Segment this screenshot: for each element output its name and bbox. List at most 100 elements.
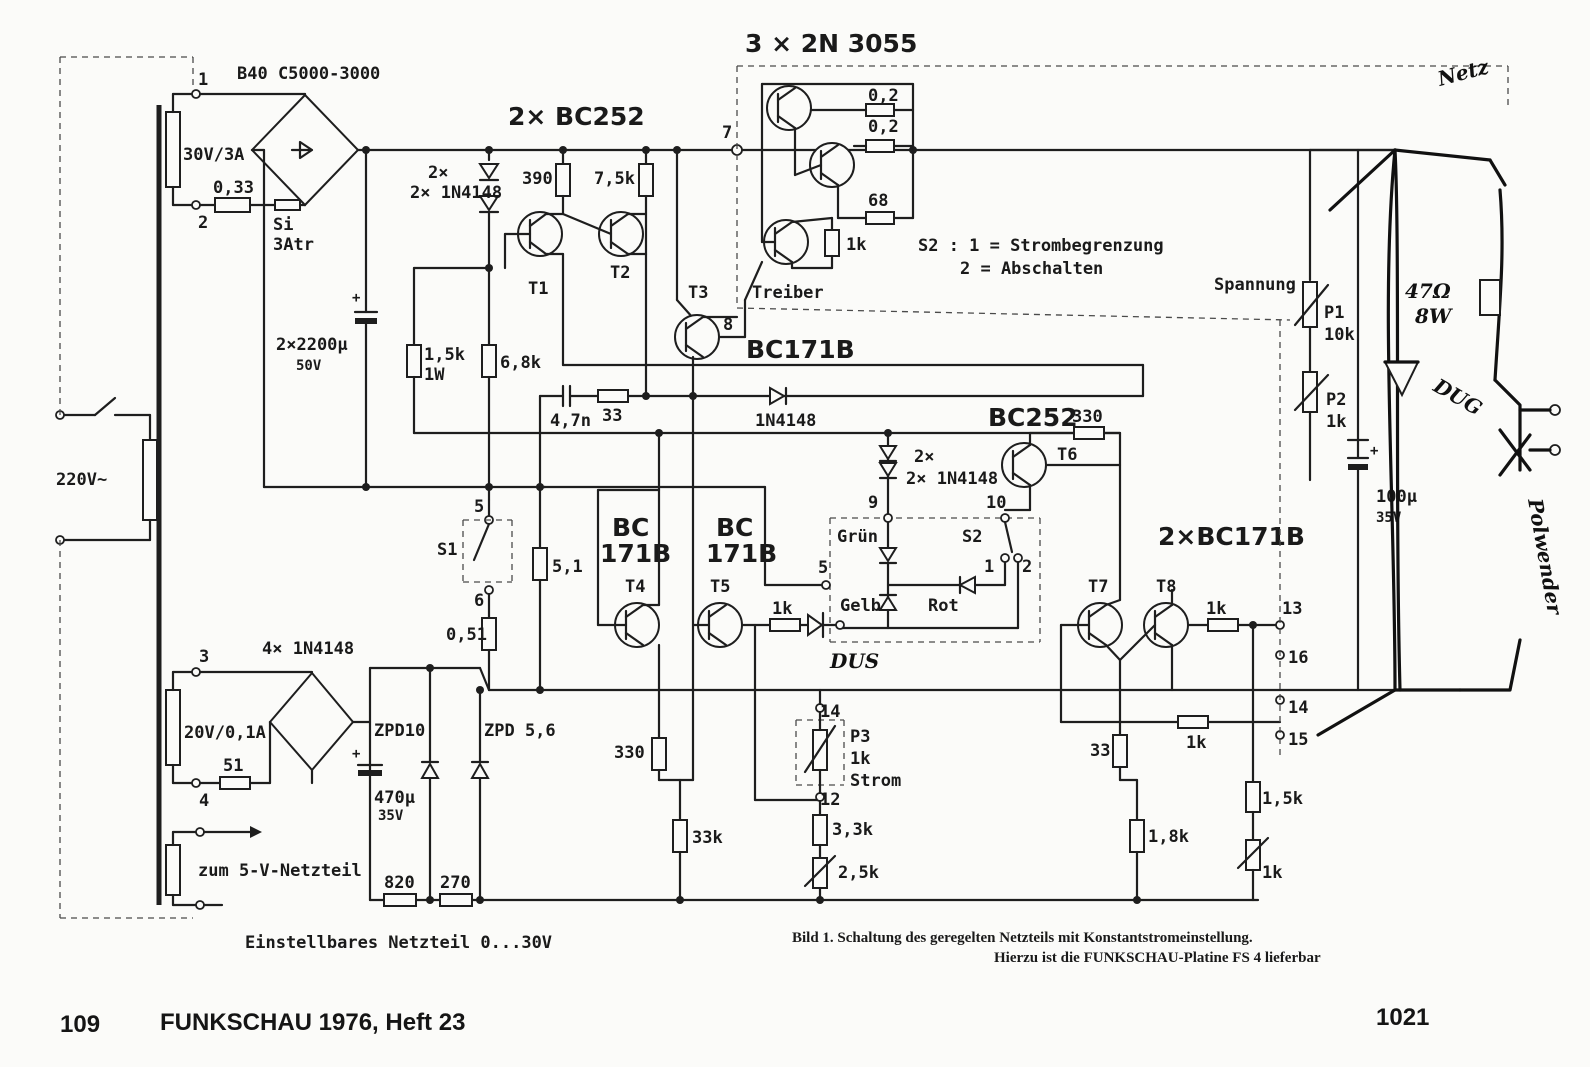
bridge-rectifier-main: 0,33 Si 3Atr: [198, 92, 360, 255]
t6-label: T6: [1057, 445, 1077, 465]
node-8: 8: [723, 315, 733, 335]
fuse-label: Si: [273, 215, 293, 235]
r033-label: 0,33: [213, 178, 254, 198]
page-number-left: 109: [60, 1011, 100, 1038]
switch-s1: 5 S1 6 0,51: [437, 497, 513, 692]
c470-label: 470µ: [374, 788, 415, 808]
s2-legend-1: S2 : 1 = Strombegrenzung: [918, 236, 1164, 256]
main-cap-label: 2×2200µ: [276, 335, 348, 355]
winding-30v-label: 30V/3A: [183, 145, 244, 165]
mains-voltage-label: 220V~: [56, 470, 107, 490]
s2-pos-2: 2: [1022, 557, 1032, 577]
page-number-right: 1021: [1376, 1004, 1429, 1031]
t1-label: T1: [528, 279, 548, 299]
main-capacitor: + 2×2200µ 50V: [276, 148, 379, 491]
node-12: 12: [820, 790, 840, 810]
schematic-subtitle: Einstellbares Netzteil 0...30V: [245, 933, 552, 953]
p2-value: 1k: [1326, 412, 1346, 432]
zpd10-label: ZPD10: [374, 721, 425, 741]
t4-type-2: 171B: [600, 539, 671, 568]
r33k2-label: 3,3k: [832, 820, 873, 840]
svg-text:+: +: [352, 746, 360, 762]
r1kd-label: 1k: [1262, 863, 1282, 883]
led-red-label: Rot: [928, 596, 959, 616]
aux-5v-label: zum 5-V-Netzteil: [198, 861, 362, 881]
s2-pos-1: 1: [984, 557, 994, 577]
reference-diodes: 2× 2× 1N4148: [410, 148, 502, 272]
transistor-t1: 390 T1: [503, 148, 1145, 367]
t7-t8-pair-label: 2×BC171B: [1158, 522, 1305, 551]
r02a-label: 0,2: [868, 86, 899, 106]
node-7: 7: [722, 123, 732, 143]
node-14b: 14: [1288, 698, 1308, 718]
r1kb-label: 1k: [1206, 599, 1226, 619]
transistor-t4: T4 330: [596, 488, 695, 782]
t4-label: T4: [625, 577, 645, 597]
figure-caption-1: Bild 1. Schaltung des geregelten Netztei…: [792, 930, 1253, 946]
handwritten-netz: Netz: [1434, 54, 1492, 91]
r1ke-label: 1k: [846, 235, 866, 255]
p1-value: 10k: [1324, 325, 1355, 345]
driver-label: Treiber: [752, 283, 824, 303]
aux-bridge: 4× 1N4148 51: [198, 639, 372, 790]
zpd56-label: ZPD 5,6: [484, 721, 556, 741]
c470-voltage: 35V: [378, 808, 404, 824]
handwritten-r47: 47Ω: [1405, 279, 1451, 303]
led-diodes-label: 2× 1N4148: [906, 469, 998, 489]
s2-legend-2: 2 = Abschalten: [960, 259, 1103, 279]
node-3: 3: [199, 647, 209, 667]
t5-label: T5: [710, 577, 730, 597]
r33b-label: 33: [1090, 741, 1110, 761]
node-4: 4: [199, 791, 209, 811]
r75k-label: 7,5k: [594, 169, 635, 189]
svg-text:+: +: [1370, 443, 1378, 459]
r15k-watt-label: 1W: [424, 365, 445, 385]
r68k-label: 6,8k: [500, 353, 541, 373]
r25k-label: 2,5k: [838, 863, 879, 883]
r390-label: 390: [522, 169, 553, 189]
led-diodes: 2× 2× 1N4148: [878, 445, 998, 489]
r330a-label: 330: [1072, 407, 1103, 427]
current-pot-p3: 14 P3 1k Strom 12 3,3k 2,5k: [753, 623, 901, 902]
t1-t2-pair-label: 2× BC252: [508, 102, 645, 131]
p1-label: P1: [1324, 303, 1344, 323]
p3-label: P3: [850, 727, 870, 747]
p2-label: P2: [1326, 390, 1346, 410]
c47n-label: 4,7n: [550, 411, 591, 431]
t3-type-label: BC171B: [746, 335, 855, 364]
transformer-core: [59, 56, 194, 919]
ref-diodes-label: 2× 1N4148: [410, 183, 502, 203]
node-13: 13: [1282, 599, 1302, 619]
power-transistors-label: 3 × 2N 3055: [745, 29, 917, 58]
t7-t8-network: 1k 1,8k 1,5k 1k 16 14 15: [1059, 623, 1308, 902]
bottom-rail: 820 270: [368, 873, 1260, 907]
resistor-1-5k: 1,5k 1W: [406, 266, 491, 435]
magazine-label: FUNKSCHAU 1976, Heft 23: [160, 1009, 465, 1036]
r33k-label: 33k: [692, 828, 723, 848]
feedback-network: 4,7n 33 1N4148: [538, 363, 1145, 489]
r51b-label: 5,1: [552, 557, 583, 577]
t6-type-label: BC252: [988, 403, 1078, 432]
t5-type-1: BC: [716, 513, 753, 542]
output-rail: [487, 686, 1397, 694]
main-cap-voltage: 50V: [296, 358, 322, 374]
mains-input: 220V~: [55, 396, 158, 545]
s1-label: S1: [437, 540, 457, 560]
t3-label: T3: [688, 283, 708, 303]
t4-type-1: BC: [612, 513, 649, 542]
handwritten-additions: Netz 47Ω 8W DUG Polwender: [1316, 54, 1567, 737]
node-15: 15: [1288, 730, 1308, 750]
led-indicator-block: 9 Grün Gelb Rot 5 10 S2 1 2: [538, 476, 1041, 643]
r18k-label: 1,8k: [1148, 827, 1189, 847]
r15k-label: 1,5k: [424, 345, 465, 365]
r33-label: 33: [602, 406, 622, 426]
handwritten-r47-watt: 8W: [1414, 304, 1454, 328]
rectifier-label: B40 C5000-3000: [237, 64, 380, 84]
handwritten-polwender: Polwender: [1523, 496, 1567, 618]
handwritten-dug: DUG: [1429, 373, 1487, 420]
t5-emitter: 33k: [672, 778, 723, 902]
node-5: 5: [474, 497, 484, 517]
aux-regulation: + ZPD10 470µ 35V ZPD 5,6: [352, 664, 556, 902]
svg-text:+: +: [352, 290, 360, 306]
